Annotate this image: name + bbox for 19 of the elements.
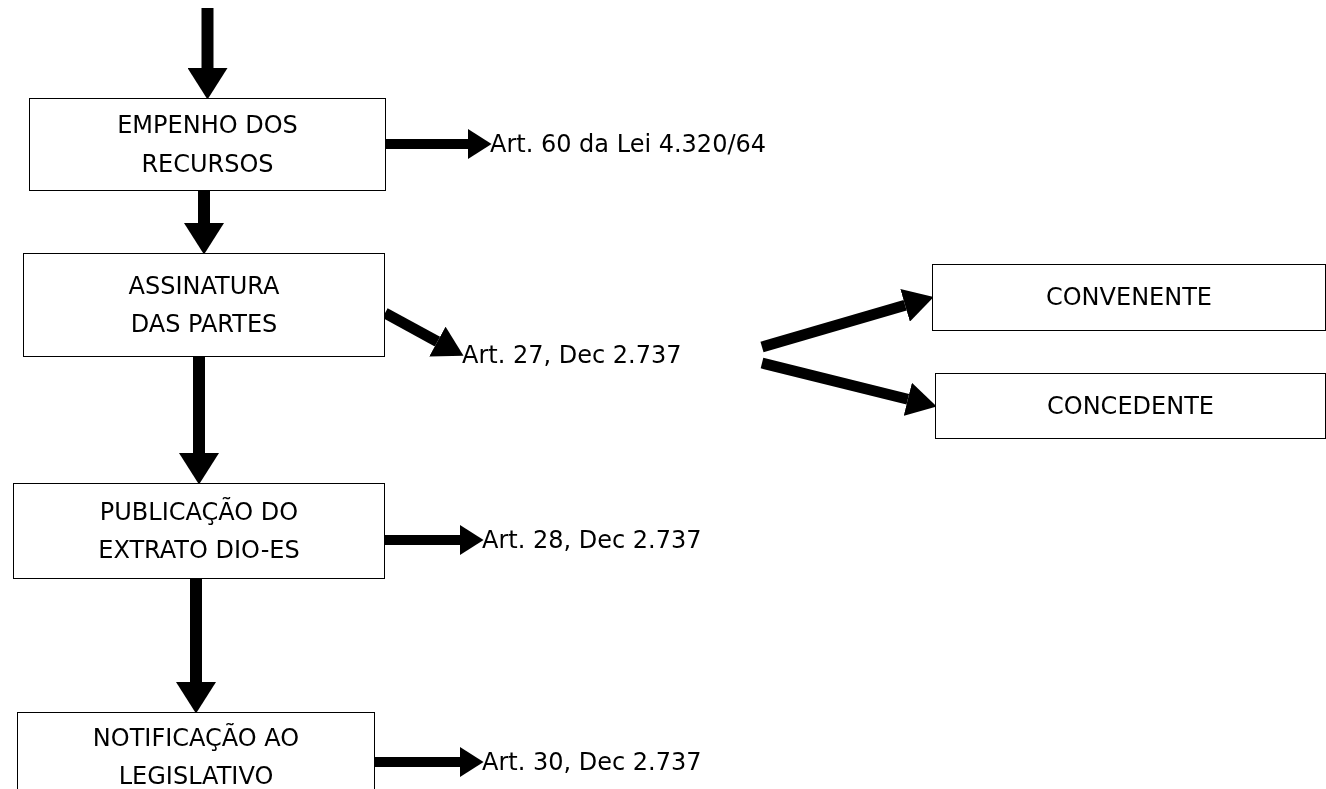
- reference-text: Art. 27, Dec 2.737: [462, 333, 762, 377]
- process-box: PUBLICAÇÃO DO EXTRATO DIO-ES: [13, 483, 385, 579]
- reference-text: Art. 60 da Lei 4.320/64: [490, 122, 820, 166]
- arrow: [176, 579, 216, 714]
- process-box: NOTIFICAÇÃO AO LEGISLATIVO: [17, 712, 375, 789]
- arrow: [187, 8, 228, 100]
- arrow: [386, 129, 492, 159]
- process-box: CONCEDENTE: [935, 373, 1326, 439]
- process-box: ASSINATURA DAS PARTES: [23, 253, 385, 357]
- reference-text: Art. 30, Dec 2.737: [482, 740, 722, 784]
- arrow: [179, 357, 219, 485]
- process-box: EMPENHO DOS RECURSOS: [29, 98, 386, 191]
- reference-text: Art. 28, Dec 2.737: [482, 518, 722, 562]
- arrow: [760, 357, 937, 416]
- arrow: [184, 191, 224, 255]
- arrow: [385, 525, 484, 555]
- arrow: [375, 747, 484, 777]
- process-box: CONVENENTE: [932, 264, 1326, 331]
- arrow: [760, 289, 934, 353]
